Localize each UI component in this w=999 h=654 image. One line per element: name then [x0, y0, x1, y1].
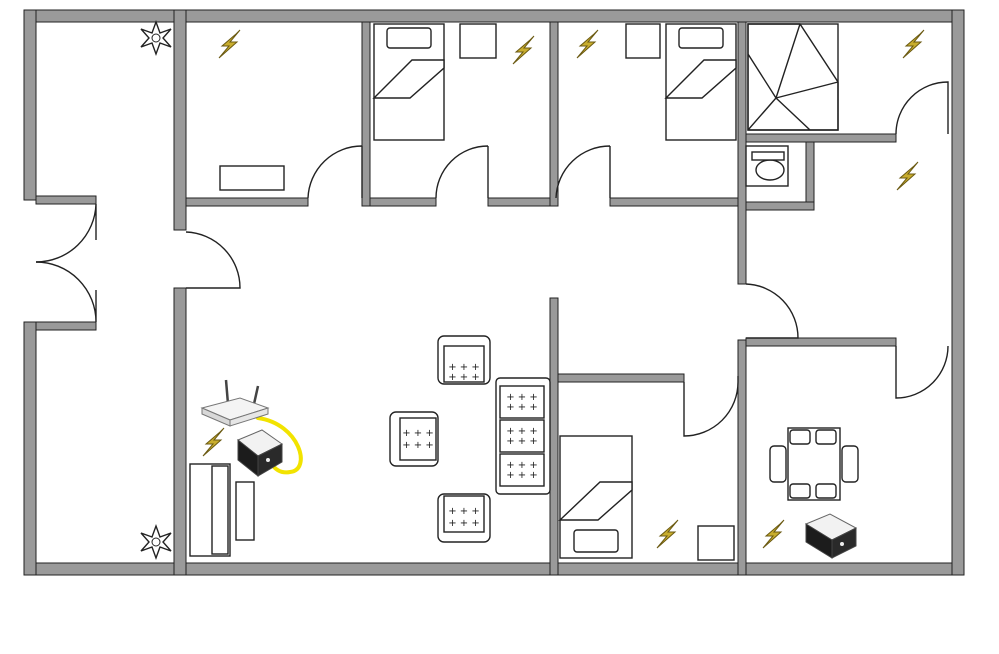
dining-set — [769, 427, 859, 501]
outer-wall-left-upper — [23, 9, 37, 201]
corridor-wall-upper — [173, 9, 187, 231]
bed-room3 — [664, 23, 737, 141]
svg-text:+ + +: + + + — [448, 372, 480, 383]
lightning-bolt-icon — [762, 519, 785, 549]
svg-text:+ + +: + + + — [448, 518, 480, 529]
divider-room1-room2 — [361, 21, 371, 207]
kitchen-top-wall — [745, 337, 897, 347]
room-row-wall-4 — [609, 197, 739, 207]
room2-door — [435, 145, 489, 199]
svg-text:+ + +: + + + — [506, 392, 538, 403]
cushion-pattern: + + + + + + + + + + + + + + + + + + + + … — [402, 362, 538, 529]
svg-text:+ + +: + + + — [506, 470, 538, 481]
kitchen-door — [895, 345, 949, 399]
right-column-wall-lower — [737, 339, 747, 576]
svg-text:+ + +: + + + — [402, 428, 434, 439]
bed-room2 — [372, 23, 445, 141]
lightning-bolt-icon — [902, 29, 925, 59]
walls — [23, 9, 965, 576]
svg-text:+ + +: + + + — [506, 436, 538, 447]
outer-wall-bottom — [23, 562, 965, 576]
corridor-door — [185, 231, 241, 289]
sofa — [495, 377, 551, 495]
right-column-wall-upper — [737, 21, 747, 285]
toilet-wall-vertical — [805, 141, 815, 211]
lower-bedroom-top-wall — [557, 373, 685, 383]
svg-text:+ + +: + + + — [448, 362, 480, 373]
desk-room1 — [219, 165, 285, 191]
nightstand-room2 — [459, 23, 497, 59]
furniture: + + + + + + + + + + + + + + + + + + + + … — [189, 23, 859, 561]
wifi-router-icon — [200, 379, 270, 427]
powerline-adapter-icon — [237, 429, 283, 478]
room-row-wall-1 — [185, 197, 309, 207]
lightning-bolt-icon — [656, 519, 679, 549]
outer-wall-top — [23, 9, 965, 23]
powerline-adapter-icon — [804, 513, 858, 559]
lightning-bolt-icon — [896, 161, 919, 191]
entrance-door-upper — [35, 203, 97, 263]
right-room-door — [745, 283, 799, 339]
bath-wall-horizontal — [745, 133, 897, 143]
plant-icon — [140, 19, 172, 57]
svg-text:+ + +: + + + — [402, 440, 434, 451]
entrance-door-lower — [35, 261, 97, 323]
room3-door — [555, 145, 611, 199]
bathroom-door — [895, 81, 949, 135]
svg-text:+ + +: + + + — [506, 402, 538, 413]
ethernet-cable — [256, 416, 303, 475]
armchair-bottom — [437, 493, 491, 543]
plant-icon — [140, 523, 172, 561]
lower-bedroom-door — [683, 376, 739, 437]
doors — [35, 81, 949, 437]
nightstand-lower-bedroom — [697, 525, 735, 561]
media-console — [189, 463, 255, 557]
toilet-wall-bottom — [745, 201, 815, 211]
nightstand-room3 — [625, 23, 661, 59]
entrance-jamb-bottom — [35, 321, 97, 331]
svg-text:+ + +: + + + — [506, 426, 538, 437]
armchair-left — [389, 411, 439, 467]
divider-room2-room3 — [549, 21, 559, 207]
svg-text:+ + +: + + + — [506, 460, 538, 471]
toilet — [745, 145, 789, 187]
room-row-wall-3 — [487, 197, 555, 207]
outer-wall-right — [951, 9, 965, 576]
room1-door — [307, 145, 363, 199]
lightning-bolt-icon — [202, 427, 225, 457]
lightning-bolt-icon — [512, 35, 535, 65]
outer-wall-left-lower — [23, 321, 37, 576]
corridor-wall-lower — [173, 287, 187, 576]
shower — [747, 23, 839, 131]
bed-lower-bedroom — [558, 435, 633, 559]
entrance-jamb-top — [35, 195, 97, 205]
lower-bedroom-left-wall — [549, 297, 559, 576]
room-row-wall-2 — [361, 197, 437, 207]
svg-text:+ + +: + + + — [448, 506, 480, 517]
lightning-bolt-icon — [576, 29, 599, 59]
armchair-top — [437, 335, 491, 385]
lightning-bolt-icon — [218, 29, 241, 59]
